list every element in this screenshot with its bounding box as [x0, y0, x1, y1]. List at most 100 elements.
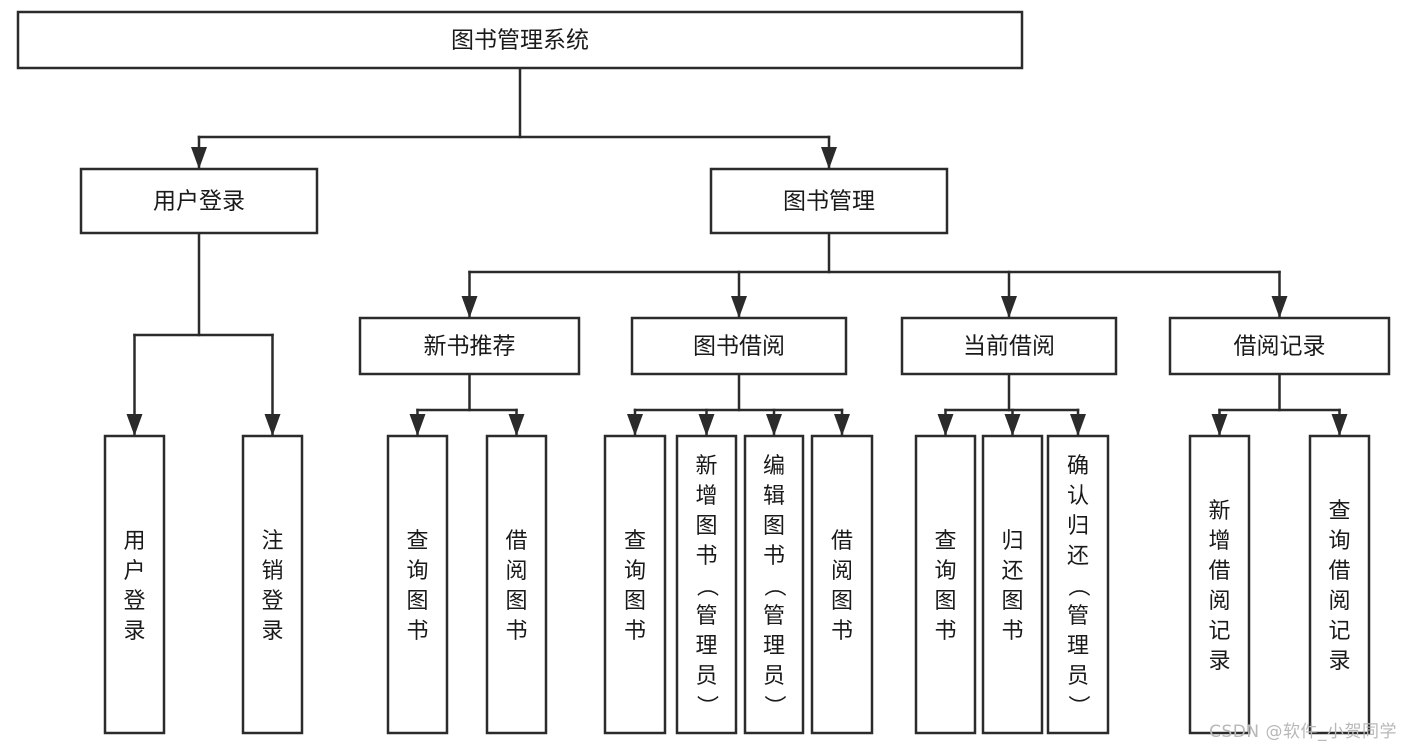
node-leaf-login-0[interactable]: 用户登录 — [103, 434, 166, 735]
node-label-char: 理 — [1067, 634, 1089, 659]
node-rect — [981, 434, 1044, 735]
node-label-char: 增 — [1208, 529, 1230, 554]
node-submodule-1[interactable]: 图书借阅 — [630, 316, 848, 376]
node-label-char: 管 — [695, 604, 717, 629]
node-label-char: 增 — [695, 484, 717, 509]
node-rect — [900, 316, 1118, 376]
arrow-head-icon — [1331, 414, 1348, 436]
node-label-char: 管 — [1067, 604, 1089, 629]
arrow-head-icon — [191, 147, 207, 169]
node-label-char: 记 — [1208, 619, 1230, 644]
arrow-head-icon — [264, 414, 281, 436]
node-label-char: 借 — [1328, 559, 1350, 584]
arrow-head-icon — [766, 414, 782, 436]
node-label-char: （ — [694, 575, 719, 597]
node-label-char: 归 — [1001, 529, 1023, 554]
node-label-char: 辑 — [763, 484, 785, 509]
node-label: 图书管理 — [783, 189, 875, 215]
node-label-char: 书 — [406, 619, 428, 644]
arrow-head-icon — [508, 414, 525, 436]
node-label-char: 登 — [123, 589, 145, 614]
node-rect — [1308, 434, 1371, 735]
arrow-head-icon — [409, 414, 426, 436]
node-submodule-0[interactable]: 新书推荐 — [358, 316, 581, 376]
node-layer: 图书管理系统用户登录图书管理新书推荐图书借阅当前借阅借阅记录用户登录注销登录查询… — [16, 10, 1391, 735]
node-label-char: 借 — [831, 529, 853, 554]
node-label-char: 图 — [831, 589, 853, 614]
node-rect — [743, 434, 805, 735]
node-rect — [1188, 434, 1251, 735]
node-label-char: 书 — [624, 619, 646, 644]
node-root-system[interactable]: 图书管理系统 — [16, 10, 1024, 70]
node-rect — [16, 10, 1024, 70]
node-label-char: 新 — [1208, 499, 1230, 524]
node-label-char: 用 — [123, 529, 145, 554]
node-rect — [603, 434, 667, 735]
node-label-char: 录 — [261, 619, 283, 644]
node-label-char: 归 — [1067, 514, 1089, 539]
node-label-char: 还 — [1067, 544, 1089, 569]
arrow-head-icon — [821, 147, 837, 169]
node-label-char: （ — [1065, 575, 1090, 597]
node-label-char: 录 — [1208, 649, 1230, 674]
node-label-char: 图 — [695, 514, 717, 539]
node-label-char: 新 — [695, 454, 717, 479]
node-label-char: 确 — [1067, 454, 1089, 479]
node-label-char: 图 — [763, 514, 785, 539]
node-label-char: 员 — [763, 664, 785, 689]
node-label-char: 书 — [1001, 619, 1023, 644]
arrow-head-icon — [698, 414, 715, 436]
node-submodule-2[interactable]: 当前借阅 — [900, 316, 1118, 376]
node-label-char: 图 — [624, 589, 646, 614]
node-label: 借阅记录 — [1234, 334, 1326, 360]
arrow-head-icon — [937, 414, 954, 436]
arrow-head-icon — [1001, 296, 1017, 318]
node-label-char: 员 — [1067, 664, 1089, 689]
node-module-1[interactable]: 图书管理 — [709, 167, 949, 235]
node-label-char: 查 — [1328, 499, 1350, 524]
node-label-char: 阅 — [831, 559, 853, 584]
node-rect — [386, 434, 449, 735]
node-rect — [630, 316, 848, 376]
node-label-char: 理 — [763, 634, 785, 659]
node-label-char: 询 — [624, 559, 646, 584]
node-label-char: 借 — [1208, 559, 1230, 584]
connector-layer — [126, 66, 1348, 437]
node-label-char: 录 — [123, 619, 145, 644]
node-label-char: 书 — [763, 544, 785, 569]
node-label-char: 图 — [1001, 589, 1023, 614]
node-rect — [103, 434, 166, 735]
node-label-char: （ — [761, 575, 786, 597]
arrow-head-icon — [461, 296, 478, 318]
node-rect — [914, 434, 977, 735]
node-module-0[interactable]: 用户登录 — [79, 167, 319, 235]
node-label-char: 图 — [406, 589, 428, 614]
node-label-char: 编 — [763, 454, 785, 479]
node-label-char: 阅 — [1328, 589, 1350, 614]
node-label: 当前借阅 — [963, 334, 1055, 360]
node-label-char: 查 — [934, 529, 956, 554]
node-label-char: 还 — [1001, 559, 1023, 584]
node-rect — [1046, 434, 1110, 735]
node-label-char: 图 — [505, 589, 527, 614]
node-label-char: 查 — [624, 529, 646, 554]
node-submodule-3[interactable]: 借阅记录 — [1168, 316, 1391, 376]
node-label: 用户登录 — [153, 189, 245, 215]
node-label-char: 书 — [505, 619, 527, 644]
node-rect — [358, 316, 581, 376]
node-label-char: 书 — [831, 619, 853, 644]
